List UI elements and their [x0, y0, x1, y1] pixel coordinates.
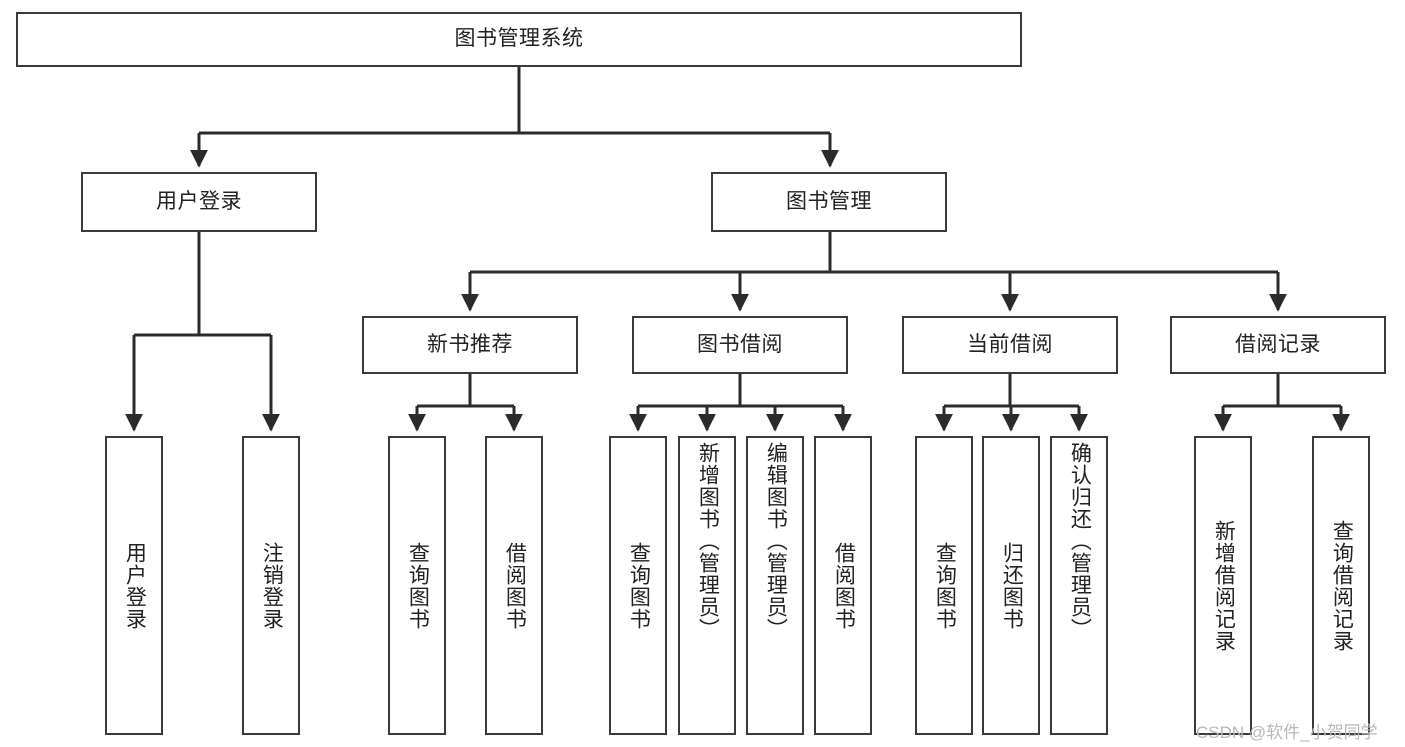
node-new-book-recommend[interactable]: 新书推荐: [362, 316, 578, 374]
node-root-system-label: 图书管理系统: [454, 27, 584, 51]
node-leaf-borrow-book-1-label: 借阅图书: [503, 541, 527, 630]
node-leaf-borrow-book-1[interactable]: 借阅图书: [485, 436, 543, 735]
node-leaf-user-login-label: 用户登录: [123, 541, 147, 630]
node-leaf-query-record[interactable]: 查询借阅记录: [1312, 436, 1370, 735]
node-new-book-recommend-label: 新书推荐: [427, 332, 513, 356]
node-leaf-logout-login-label: 注销登录: [260, 541, 284, 630]
node-leaf-edit-book[interactable]: 编辑图书（管理员）: [746, 436, 804, 735]
node-leaf-borrow-book-2[interactable]: 借阅图书: [814, 436, 872, 735]
node-leaf-edit-book-label: 编辑图书（管理员）: [764, 442, 788, 640]
node-user-login[interactable]: 用户登录: [81, 172, 317, 232]
node-book-management-label: 图书管理: [786, 189, 872, 213]
node-leaf-add-record-label: 新增借阅记录: [1212, 519, 1236, 652]
node-book-borrow-label: 图书借阅: [697, 332, 783, 356]
node-borrow-record[interactable]: 借阅记录: [1170, 316, 1386, 374]
node-leaf-query-book-1-label: 查询图书: [406, 541, 430, 630]
node-leaf-add-book-label: 新增图书（管理员）: [696, 442, 720, 640]
node-leaf-query-book-3[interactable]: 查询图书: [915, 436, 973, 735]
node-leaf-query-record-label: 查询借阅记录: [1330, 519, 1354, 652]
node-leaf-return-book[interactable]: 归还图书: [982, 436, 1040, 735]
node-book-borrow[interactable]: 图书借阅: [632, 316, 848, 374]
node-leaf-query-book-2-label: 查询图书: [627, 541, 651, 630]
node-current-borrow-label: 当前借阅: [967, 332, 1053, 356]
node-leaf-confirm-return[interactable]: 确认归还（管理员）: [1050, 436, 1108, 735]
node-leaf-logout-login[interactable]: 注销登录: [242, 436, 300, 735]
node-leaf-add-record[interactable]: 新增借阅记录: [1194, 436, 1252, 735]
node-leaf-return-book-label: 归还图书: [1000, 541, 1024, 630]
node-root-system[interactable]: 图书管理系统: [16, 12, 1022, 67]
node-leaf-confirm-return-label: 确认归还（管理员）: [1068, 442, 1092, 640]
node-borrow-record-label: 借阅记录: [1235, 332, 1321, 356]
node-current-borrow[interactable]: 当前借阅: [902, 316, 1118, 374]
csdn-watermark: CSDN @软件_小贺同学: [1196, 723, 1378, 742]
node-leaf-query-book-2[interactable]: 查询图书: [609, 436, 667, 735]
node-leaf-add-book[interactable]: 新增图书（管理员）: [678, 436, 736, 735]
node-leaf-query-book-3-label: 查询图书: [933, 541, 957, 630]
node-leaf-user-login[interactable]: 用户登录: [105, 436, 163, 735]
node-user-login-label: 用户登录: [156, 189, 242, 213]
node-leaf-query-book-1[interactable]: 查询图书: [388, 436, 446, 735]
node-leaf-borrow-book-2-label: 借阅图书: [832, 541, 856, 630]
node-book-management[interactable]: 图书管理: [711, 172, 947, 232]
